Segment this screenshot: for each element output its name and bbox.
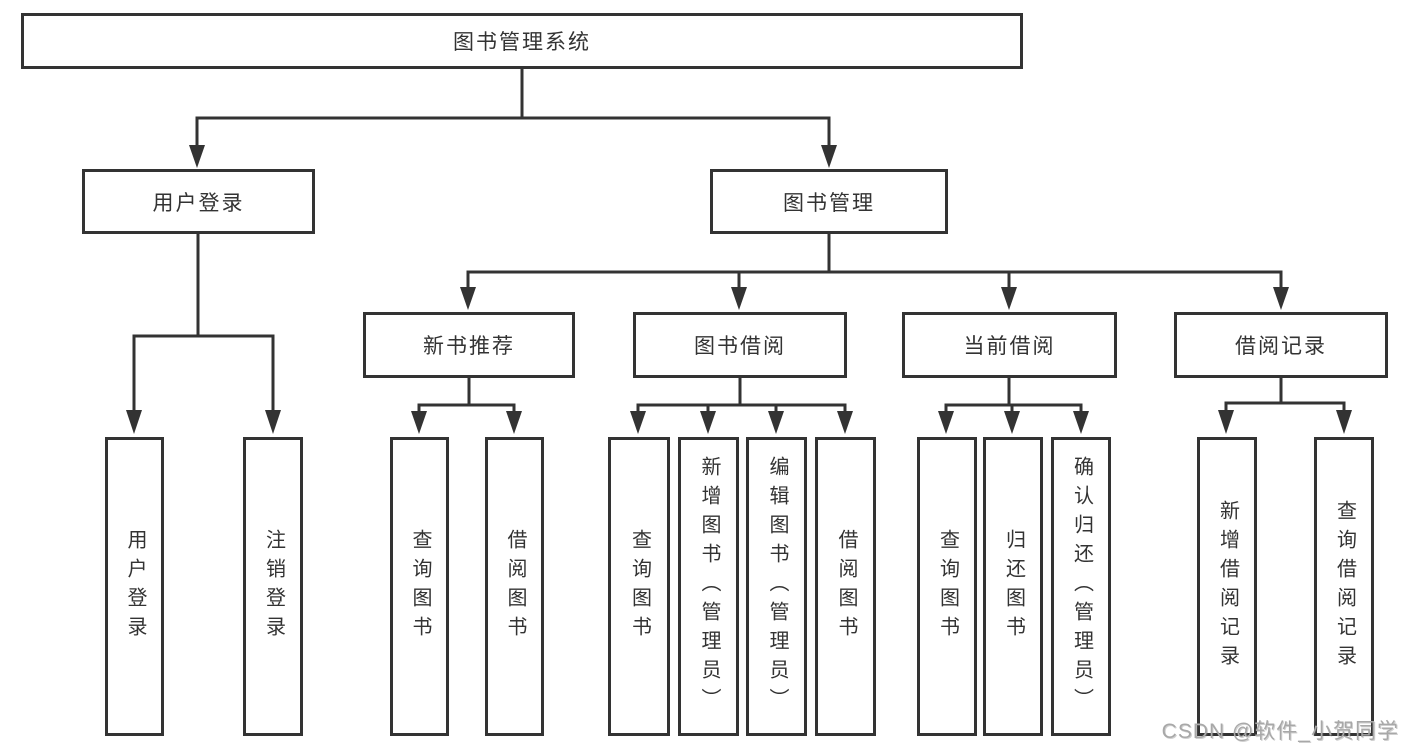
leaf-return-books: 归还图书 bbox=[983, 437, 1043, 736]
node-book-borrow: 图书借阅 bbox=[633, 312, 847, 378]
node-current-borrow: 当前借阅 bbox=[902, 312, 1117, 378]
leaf-label: 借阅图书 bbox=[504, 528, 526, 645]
leaf-label: 新增借阅记录 bbox=[1216, 499, 1239, 674]
leaf-label: 查询图书 bbox=[409, 528, 431, 645]
leaf-label: 查询借阅记录 bbox=[1333, 499, 1356, 674]
node-user-login-label: 用户登录 bbox=[152, 191, 245, 215]
leaf-label: 新增图书（管理员） bbox=[698, 456, 720, 717]
node-root: 图书管理系统 bbox=[21, 13, 1023, 69]
leaf-label: 用户登录 bbox=[124, 528, 146, 645]
leaf-borrow-books: 借阅图书 bbox=[815, 437, 876, 736]
node-user-login: 用户登录 bbox=[82, 169, 315, 234]
leaf-add-books-admin: 新增图书（管理员） bbox=[678, 437, 739, 736]
node-current-borrow-label: 当前借阅 bbox=[963, 335, 1056, 358]
node-borrow-records: 借阅记录 bbox=[1174, 312, 1388, 378]
leaf-add-borrow-record: 新增借阅记录 bbox=[1197, 437, 1257, 736]
leaf-label: 编辑图书（管理员） bbox=[766, 456, 788, 717]
leaf-label: 确认归还（管理员） bbox=[1070, 456, 1093, 717]
leaf-edit-books-admin: 编辑图书（管理员） bbox=[746, 437, 807, 736]
leaf-borrow-books-recommend: 借阅图书 bbox=[485, 437, 544, 736]
leaf-label: 注销登录 bbox=[262, 528, 285, 645]
leaf-query-books-borrow: 查询图书 bbox=[608, 437, 670, 736]
node-root-label: 图书管理系统 bbox=[453, 31, 591, 54]
node-book-management: 图书管理 bbox=[710, 169, 948, 234]
leaf-label: 查询图书 bbox=[628, 528, 651, 645]
node-new-book-recommend-label: 新书推荐 bbox=[423, 335, 515, 358]
node-borrow-records-label: 借阅记录 bbox=[1235, 335, 1327, 358]
leaf-label: 查询图书 bbox=[936, 528, 959, 645]
leaf-query-books-recommend: 查询图书 bbox=[390, 437, 449, 736]
leaf-label: 归还图书 bbox=[1002, 528, 1025, 645]
arrowheads bbox=[126, 145, 1352, 434]
leaf-logout: 注销登录 bbox=[243, 437, 303, 736]
leaf-user-login: 用户登录 bbox=[105, 437, 164, 736]
leaf-query-books-current: 查询图书 bbox=[917, 437, 977, 736]
node-new-book-recommend: 新书推荐 bbox=[363, 312, 575, 378]
leaf-query-borrow-record: 查询借阅记录 bbox=[1314, 437, 1374, 736]
leaf-label: 借阅图书 bbox=[835, 528, 857, 645]
node-book-management-label: 图书管理 bbox=[783, 191, 875, 215]
leaf-confirm-return-admin: 确认归还（管理员） bbox=[1051, 437, 1111, 736]
node-book-borrow-label: 图书借阅 bbox=[694, 335, 786, 358]
